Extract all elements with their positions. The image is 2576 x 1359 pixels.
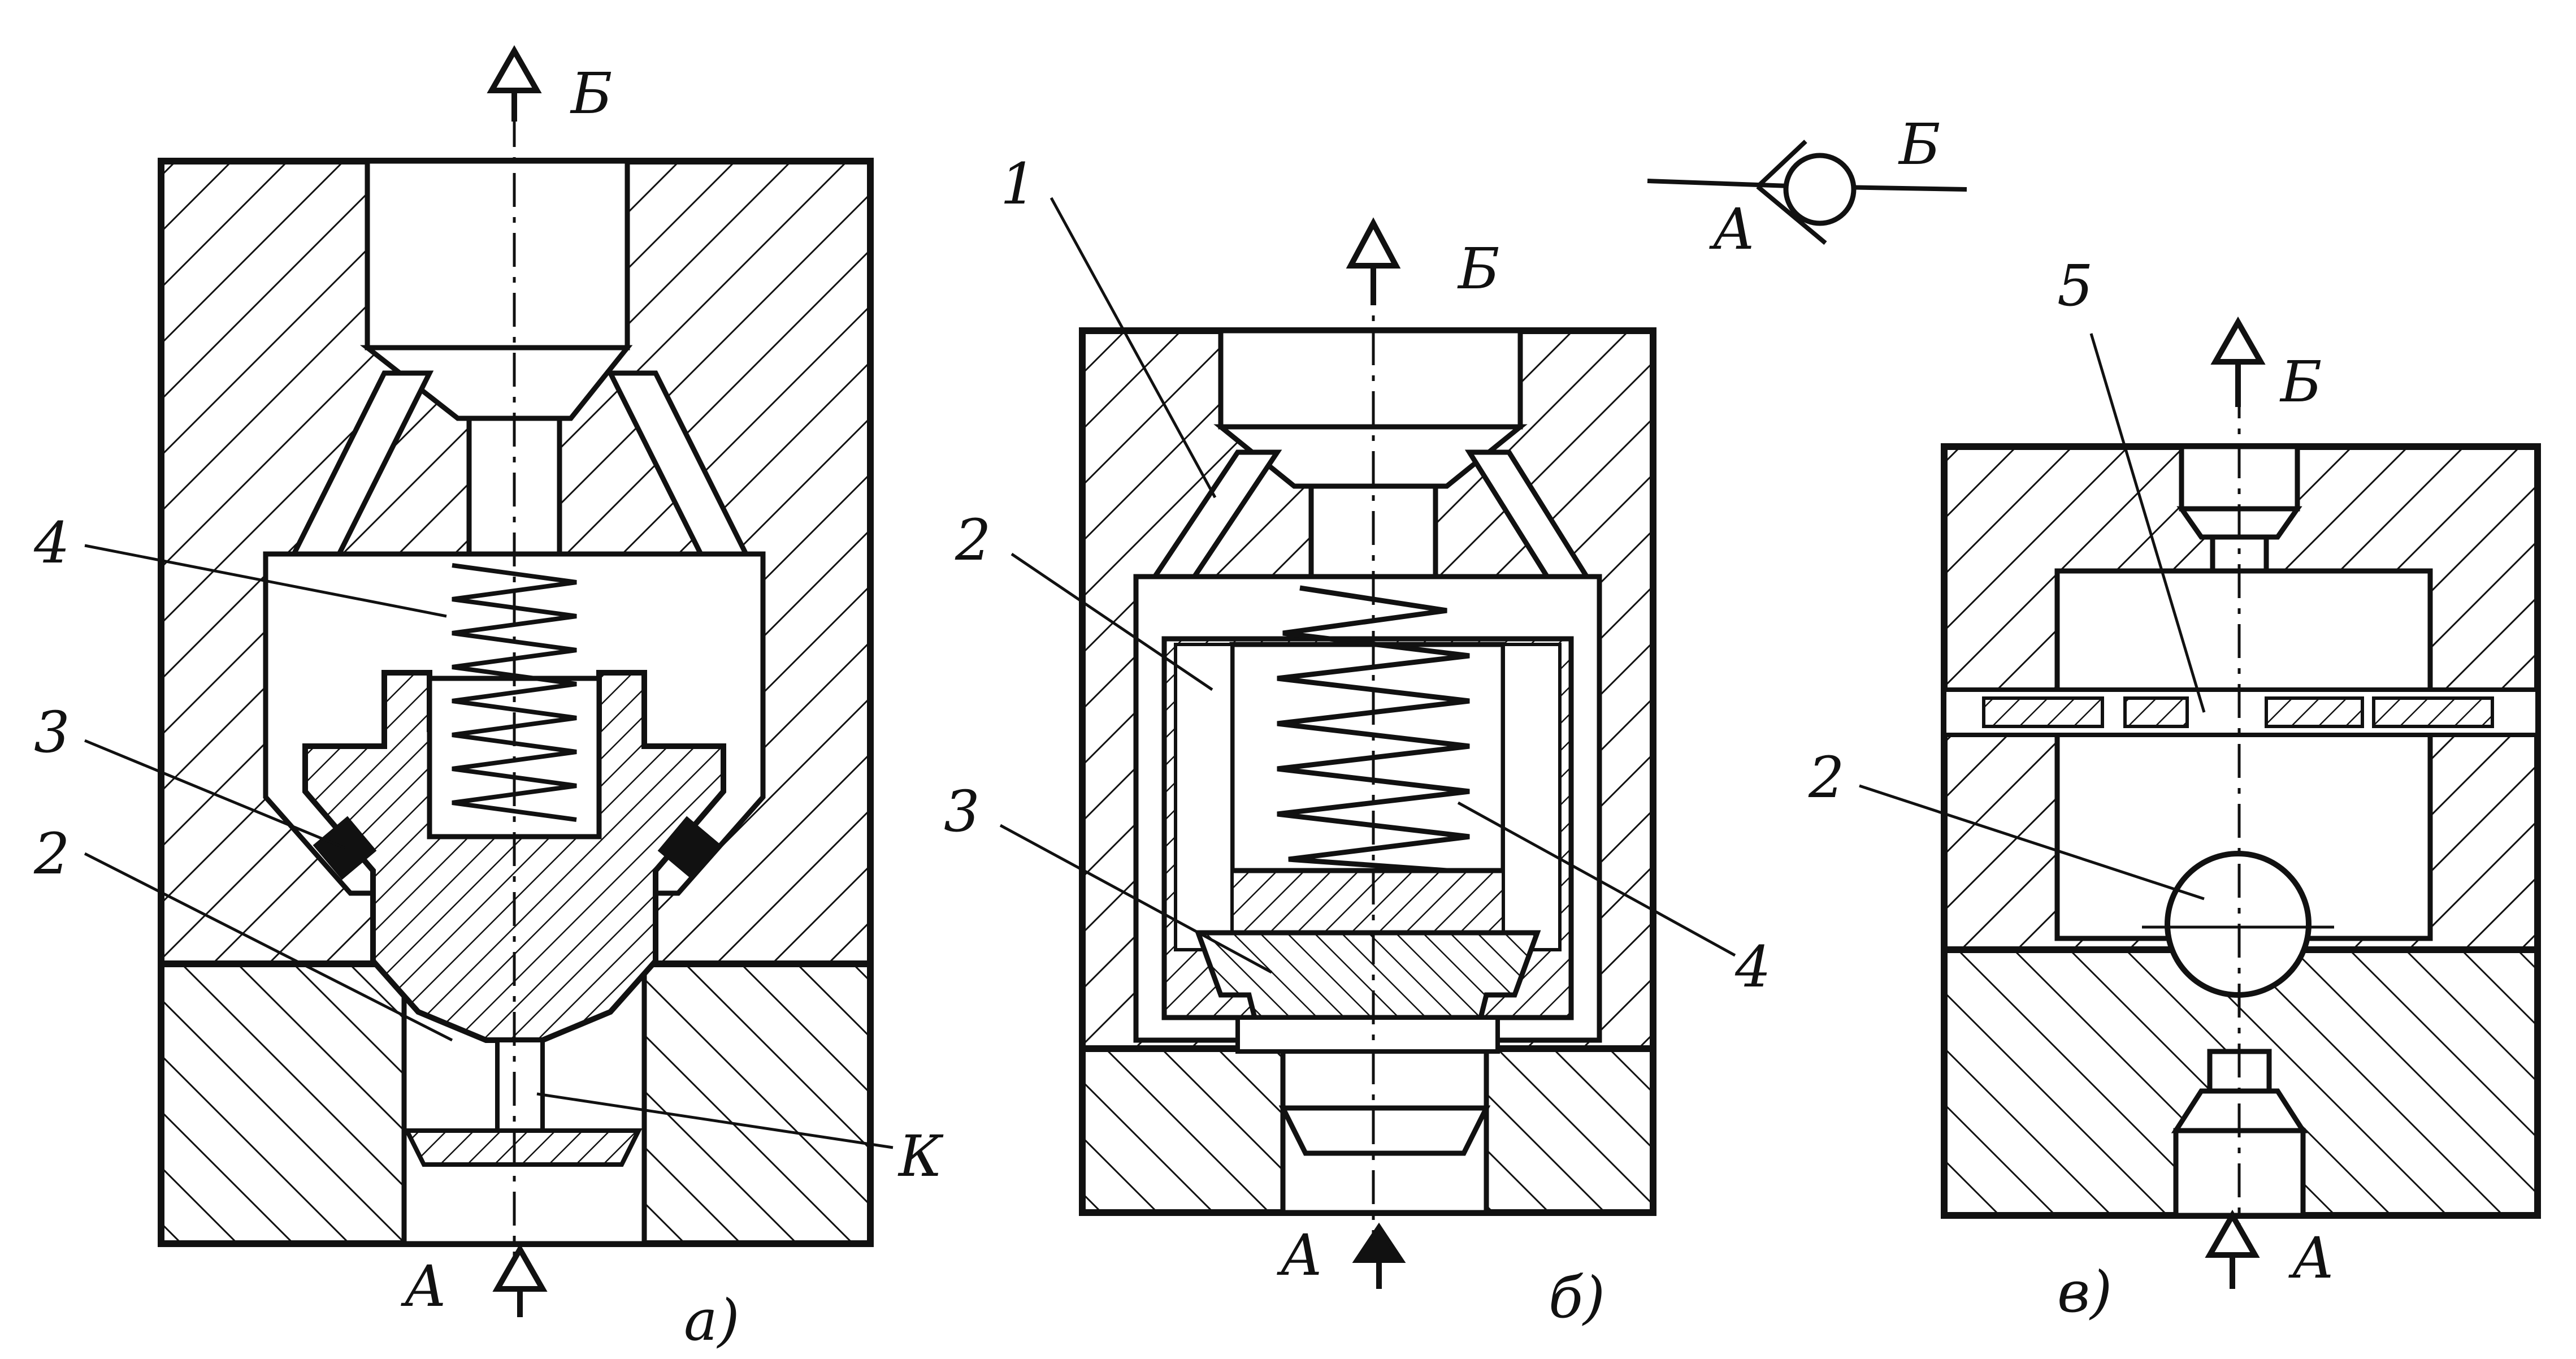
- view-a-leaders: [84, 544, 894, 1149]
- view-a-callout-2: 2: [33, 821, 70, 887]
- symbol-outlet-label: Б: [1898, 111, 1941, 178]
- view-c: Б А 5 2 в): [1808, 253, 2541, 1325]
- symbol-inlet-label: А: [1709, 196, 1755, 262]
- view-a-inlet-arrow: [492, 1243, 548, 1317]
- view-c-callout-5: 5: [2057, 253, 2093, 319]
- view-b-callout-1: 1: [1000, 151, 1037, 217]
- view-a-inlet-label: А: [401, 1253, 447, 1319]
- view-a-callout-3: 3: [34, 699, 70, 765]
- check-valve-symbol: А Б: [1647, 111, 1967, 262]
- view-b-outlet-label: Б: [1457, 236, 1500, 302]
- view-b-inlet-arrow: [1352, 1222, 1406, 1289]
- view-c-plate: [1942, 687, 2540, 737]
- view-a: Б А 4 3 2 К а): [33, 45, 944, 1353]
- view-b-callout-4: 4: [1734, 934, 1771, 1000]
- view-c-leaders: [1859, 333, 2206, 901]
- view-c-outlet-label: Б: [2279, 349, 2322, 415]
- view-b-piston: [1161, 636, 1574, 1054]
- view-b-leaders: [999, 197, 1736, 974]
- view-b-caption: б): [1549, 1265, 1605, 1331]
- view-b-outlet-arrow: [1346, 217, 1401, 305]
- view-c-inlet-arrow: [2205, 1209, 2260, 1289]
- view-c-callout-2: 2: [1808, 745, 1845, 811]
- view-a-callout-4: 4: [33, 510, 70, 576]
- view-a-callout-k: К: [897, 1123, 944, 1189]
- view-c-caption: в): [2057, 1259, 2112, 1325]
- view-b-inlet-label: А: [1277, 1222, 1323, 1288]
- view-a-caption: а): [684, 1287, 740, 1353]
- view-a-outlet-label: Б: [570, 60, 613, 127]
- view-b: Б А 1 2 3 4 б): [944, 151, 1771, 1331]
- view-b-callout-3: 3: [944, 778, 980, 845]
- view-b-callout-2: 2: [955, 507, 991, 573]
- view-c-outlet-arrow: [2210, 316, 2266, 407]
- view-a-outlet-arrow: [487, 45, 542, 122]
- view-c-inlet-label: А: [2288, 1225, 2335, 1291]
